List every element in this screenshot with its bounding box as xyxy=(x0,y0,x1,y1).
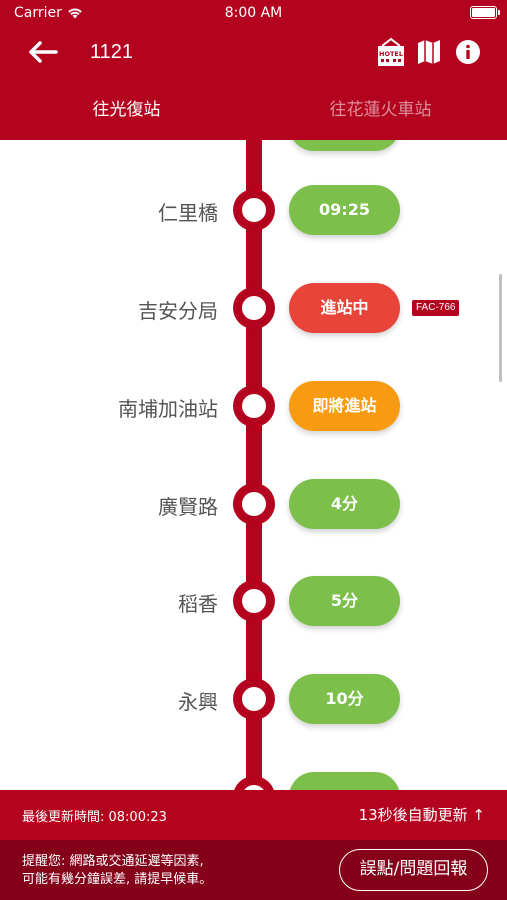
tab-to-guangfu[interactable]: 往光復站 xyxy=(92,100,161,120)
hotel-icon: HOTEL xyxy=(378,37,404,66)
last-update-time: 最後更新時間: 08:00:23 xyxy=(22,810,167,825)
bus-plate-badge: FAC-766 xyxy=(412,300,460,316)
notice-line-1: 提醒您: 網路或交通延遲等因素, xyxy=(22,854,204,869)
info-icon xyxy=(456,40,480,64)
status-bar: Carrier 8:00 AM xyxy=(0,0,507,26)
route-number: 1121 xyxy=(90,41,134,63)
carrier-indicator: Carrier xyxy=(14,5,83,21)
app-header: Carrier 8:00 AM 1121 HOTEL xyxy=(0,0,507,140)
stop-name: 仁里橋 xyxy=(158,201,218,225)
battery-icon xyxy=(470,6,500,19)
stop-list[interactable]: 仁里橋 09:25 吉安分局 進站中 FAC-766 南埔加油站 即將進站 廣賢… xyxy=(0,140,507,790)
notice-line-2: 可能有幾分鐘誤差, 請提早候車。 xyxy=(22,872,213,887)
map-button[interactable] xyxy=(416,36,442,68)
eta-badge: 10分 xyxy=(289,674,400,724)
stop-node xyxy=(233,189,275,231)
stop-name: 永興 xyxy=(178,690,218,714)
hotel-badge-text: HOTEL xyxy=(379,50,403,58)
list-item[interactable]: 吉安分局 進站中 FAC-766 xyxy=(0,280,507,340)
back-arrow-icon xyxy=(29,41,58,63)
eta-badge xyxy=(289,772,400,790)
update-bar: 最後更新時間: 08:00:23 13秒後自動更新 ↑ xyxy=(0,790,507,840)
stop-name: 南埔加油站 xyxy=(118,397,218,421)
stop-name: 稻香 xyxy=(178,592,218,616)
delay-notice: 提醒您: 網路或交通延遲等因素, 可能有幾分鐘誤差, 請提早候車。 xyxy=(22,853,322,889)
report-delay-button[interactable]: 誤點/問題回報 xyxy=(339,849,488,891)
map-icon xyxy=(418,40,440,64)
list-item[interactable]: 永興 10分 xyxy=(0,671,507,731)
stop-node xyxy=(233,483,275,525)
stop-name: 廣賢路 xyxy=(158,495,218,519)
eta-badge: 4分 xyxy=(289,479,400,529)
carrier-label: Carrier xyxy=(14,5,62,21)
navbar: 1121 HOTEL xyxy=(0,28,507,76)
eta-badge: 即將進站 xyxy=(289,381,400,431)
list-item[interactable]: 廣賢路 4分 xyxy=(0,476,507,536)
eta-badge: 5分 xyxy=(289,576,400,626)
wifi-icon xyxy=(68,8,82,19)
auto-refresh-countdown[interactable]: 13秒後自動更新 ↑ xyxy=(358,806,485,824)
eta-badge-previous xyxy=(289,140,400,151)
direction-tabs: 往光復站 往花蓮火車站 xyxy=(0,88,507,132)
stop-node xyxy=(233,678,275,720)
list-item[interactable] xyxy=(0,769,507,790)
stop-node xyxy=(233,580,275,622)
hotel-button[interactable]: HOTEL xyxy=(375,36,407,68)
list-item[interactable]: 南埔加油站 即將進站 xyxy=(0,378,507,438)
stop-node xyxy=(233,287,275,329)
list-item[interactable]: 稻香 5分 xyxy=(0,573,507,633)
stop-node xyxy=(233,385,275,427)
footer: 提醒您: 網路或交通延遲等因素, 可能有幾分鐘誤差, 請提早候車。 誤點/問題回… xyxy=(0,840,507,900)
info-button[interactable] xyxy=(455,36,481,68)
back-button[interactable] xyxy=(26,36,62,68)
stop-node xyxy=(233,776,275,790)
scrollbar[interactable] xyxy=(499,274,502,382)
eta-badge: 09:25 xyxy=(289,185,400,235)
clock: 8:00 AM xyxy=(224,5,283,21)
stop-name: 吉安分局 xyxy=(138,299,218,323)
eta-badge: 進站中 xyxy=(289,283,400,333)
tab-to-hualien-station[interactable]: 往花蓮火車站 xyxy=(329,100,432,120)
list-item[interactable]: 仁里橋 09:25 xyxy=(0,182,507,242)
